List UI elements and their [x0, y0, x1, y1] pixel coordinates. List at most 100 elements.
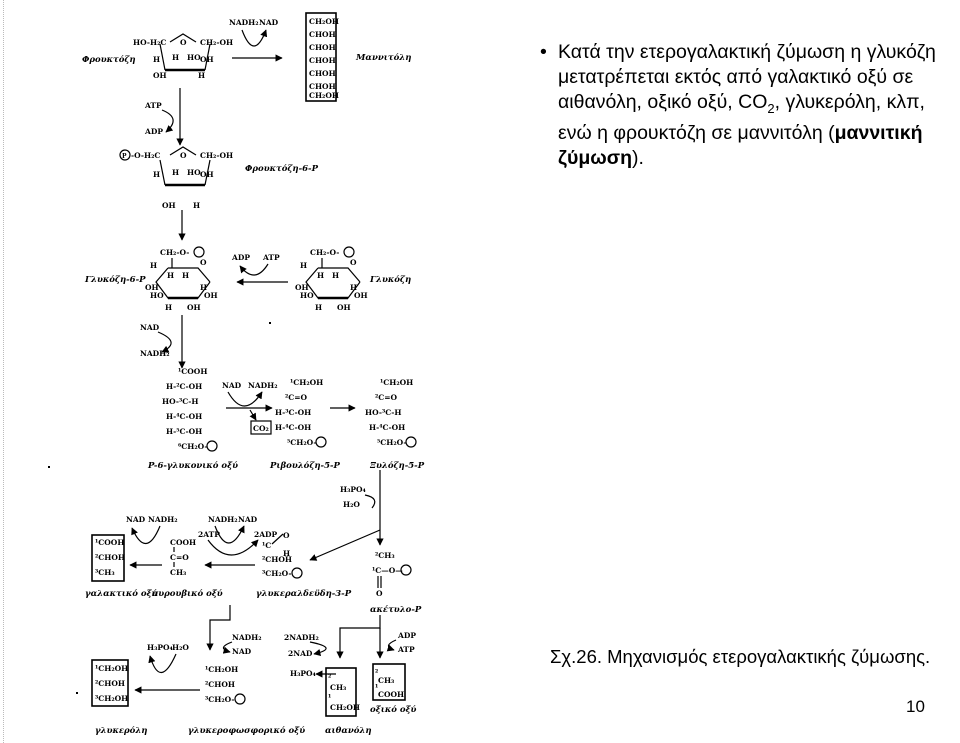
svg-text:COOH: COOH	[170, 538, 196, 547]
svg-text:H: H	[153, 55, 160, 64]
svg-text:OH: OH	[153, 71, 167, 80]
svg-text:¹: ¹	[375, 683, 378, 692]
xylulose-5p-label: Ξυλόζη-5-P	[369, 460, 425, 471]
svg-text:²CHOH: ²CHOH	[95, 679, 125, 688]
svg-text:H: H	[167, 271, 174, 280]
svg-text:H: H	[300, 261, 307, 270]
svg-text:¹CH₂OH: ¹CH₂OH	[380, 378, 413, 387]
svg-text:CH₃: CH₃	[330, 683, 346, 692]
svg-text:O: O	[283, 531, 290, 540]
svg-text:O: O	[180, 151, 187, 160]
cofactor-nadh2-5: NADH₂	[232, 633, 262, 642]
svg-text:CH₃: CH₃	[170, 568, 186, 577]
bullet-point: • Κατά την ετερογαλακτική ζύμωση η γλυκό…	[540, 40, 960, 171]
cofactor-2adp: 2ADP	[254, 530, 278, 539]
svg-text:OH: OH	[187, 303, 201, 312]
bullet-text-main: Κατά την ετερογαλακτική ζύμωση η γλυκόζη…	[558, 41, 936, 113]
svg-text:HO-³C-H: HO-³C-H	[365, 408, 401, 417]
cofactor-nadh2-3: NADH₂	[208, 515, 238, 524]
svg-text:¹C—O—: ¹C—O—	[372, 566, 403, 575]
svg-text:CH₂-OH: CH₂-OH	[200, 38, 233, 47]
svg-text:H: H	[198, 71, 205, 80]
svg-text:CH₃: CH₃	[378, 676, 394, 685]
svg-text:²CHOH: ²CHOH	[262, 555, 292, 564]
fructose-label: Φρουκτόζη	[82, 54, 136, 65]
svg-text:²CH₃: ²CH₃	[375, 551, 395, 560]
svg-text:¹COOH: ¹COOH	[178, 367, 207, 376]
mannitol-structure: CH₂OH CHOH CHOH CHOH CHOH CHOH CH₂OH	[305, 12, 339, 102]
acetate-label: οξικό οξύ	[370, 704, 417, 715]
svg-text:CHOH: CHOH	[309, 69, 336, 78]
svg-text:²CHOH: ²CHOH	[95, 553, 125, 562]
pyruvate-label: πυρουβικό οξύ	[151, 588, 223, 599]
cofactor-h2o-1: H₂O	[343, 500, 360, 509]
cofactor-nadh2-4: NADH₂	[148, 515, 178, 524]
cofactor-atp-1: ATP	[144, 101, 162, 110]
bullet-text-bold: μαννιτική ζύμωση	[558, 121, 923, 169]
svg-text:⁵CH₂O-: ⁵CH₂O-	[287, 438, 317, 447]
svg-text:HO: HO	[187, 168, 201, 177]
svg-text:H-³C-OH: H-³C-OH	[275, 408, 311, 417]
svg-text:H: H	[172, 168, 179, 177]
mannitol-label: Μαννιτόλη	[355, 52, 411, 63]
svg-text:O: O	[180, 38, 187, 47]
svg-text:H-⁴C-OH: H-⁴C-OH	[166, 412, 202, 421]
glycerol-structure: ¹CH₂OH ²CHOH ³CH₂OH	[91, 659, 129, 707]
pyruvate-structure: COOH C=O CH₃	[170, 538, 196, 577]
svg-text:-O-H₂C: -O-H₂C	[131, 151, 160, 160]
bullet-text: Κατά την ετερογαλακτική ζύμωση η γλυκόζη…	[540, 40, 960, 171]
svg-text:H: H	[200, 283, 207, 292]
cofactor-atp-3: ATP	[397, 645, 415, 654]
svg-text:CH₂-O-: CH₂-O-	[310, 248, 339, 257]
svg-text:H: H	[193, 201, 200, 210]
svg-text:OH: OH	[200, 55, 214, 64]
cofactor-nad-1: NAD	[140, 323, 160, 332]
glucose-6p-label: Γλυκόζη-6-P	[84, 274, 146, 285]
cofactor-nadh2-2: NADH₂	[248, 381, 278, 390]
svg-text:¹C: ¹C	[262, 541, 271, 550]
svg-text:H: H	[165, 303, 172, 312]
cofactor-nad-4: NAD	[126, 515, 146, 524]
svg-text:OH: OH	[145, 283, 159, 292]
glyceraldehyde-3p-label: γλυκεραλδεϋδη-3-P	[256, 589, 352, 599]
svg-text:H-⁴C-OH: H-⁴C-OH	[275, 423, 311, 432]
svg-text:H: H	[315, 303, 322, 312]
svg-text:H: H	[153, 170, 160, 179]
svg-text:³CH₂OH: ³CH₂OH	[95, 694, 128, 703]
page-number: 10	[906, 697, 925, 716]
cofactor-nad-3: NAD	[238, 515, 258, 524]
svg-text:³CH₂O-: ³CH₂O-	[262, 569, 292, 578]
svg-text:³CH₃: ³CH₃	[95, 568, 115, 577]
cofactor-adp-1: ADP	[144, 127, 163, 136]
svg-text:¹CH₂OH: ¹CH₂OH	[205, 665, 238, 674]
svg-text:OH: OH	[295, 283, 309, 292]
xylulose-5p-structure: ¹CH₂OH ²C=O HO-³C-H H-⁴C-OH ⁵CH₂O-	[365, 378, 417, 448]
bullet-marker: •	[540, 41, 547, 63]
svg-text:O: O	[200, 258, 207, 267]
cofactor-nadh2: NADH₂	[229, 18, 259, 27]
bullet-text-end: ).	[631, 146, 644, 169]
svg-text:²C=O: ²C=O	[375, 393, 398, 402]
svg-text:H: H	[283, 549, 290, 558]
svg-text:OH: OH	[200, 170, 214, 179]
svg-text:OH: OH	[162, 201, 176, 210]
svg-text:⁶CH₂O-: ⁶CH₂O-	[178, 442, 208, 451]
co2-subscript: 2	[767, 100, 775, 116]
cofactor-nad-2: NAD	[222, 381, 242, 390]
svg-text:²: ²	[375, 668, 378, 677]
svg-text:H-⁵C-OH: H-⁵C-OH	[166, 427, 202, 436]
svg-text:³CH₂O-: ³CH₂O-	[205, 695, 235, 704]
svg-text:H-²C-OH: H-²C-OH	[166, 382, 202, 391]
svg-text:CH₂OH: CH₂OH	[330, 703, 360, 712]
svg-text:OH: OH	[337, 303, 351, 312]
svg-text:CH₂-OH: CH₂-OH	[200, 151, 233, 160]
svg-text:HO: HO	[150, 291, 164, 300]
cofactor-adp-3: ADP	[397, 631, 416, 640]
svg-text:O: O	[350, 258, 357, 267]
ethanol-label: αιθανόλη	[325, 725, 372, 736]
svg-text:¹COOH: ¹COOH	[95, 538, 124, 547]
lactate-label: γαλακτικό οξύ	[85, 588, 158, 599]
